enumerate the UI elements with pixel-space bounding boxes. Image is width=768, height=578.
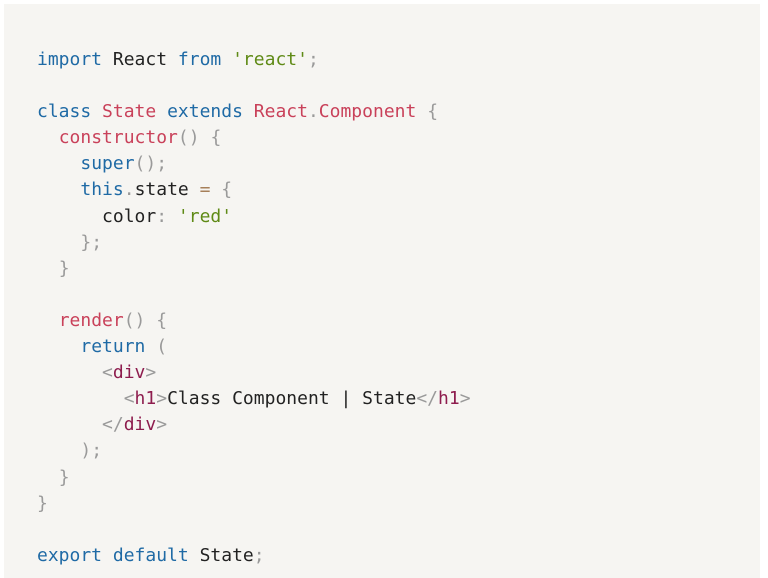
code-token bbox=[37, 467, 59, 488]
code-token bbox=[37, 414, 102, 435]
code-line: ); bbox=[37, 438, 471, 464]
code-line: <div> bbox=[37, 360, 471, 386]
code-token bbox=[37, 179, 80, 200]
code-token: > bbox=[156, 388, 168, 410]
code-token: this bbox=[80, 179, 124, 201]
code-token: } bbox=[58, 257, 70, 279]
code-line: } bbox=[37, 256, 471, 282]
code-token: 'react' bbox=[232, 49, 308, 70]
code-line: class State extends React.Component { bbox=[37, 99, 471, 125]
code-token: React bbox=[102, 49, 178, 70]
code-token: state bbox=[134, 179, 200, 201]
code-token: State bbox=[102, 101, 157, 123]
code-token bbox=[37, 153, 80, 174]
code-line: this.state = { bbox=[37, 177, 471, 203]
code-token: </ bbox=[102, 414, 124, 436]
code-token bbox=[37, 232, 80, 253]
code-token: < bbox=[123, 388, 135, 410]
code-token: color bbox=[37, 205, 157, 227]
code-token bbox=[37, 388, 124, 409]
code-token: }; bbox=[80, 231, 103, 253]
code-token bbox=[37, 310, 59, 331]
code-token: export bbox=[37, 544, 103, 566]
code-token: import bbox=[37, 49, 103, 70]
code-token: Class Component | State bbox=[167, 388, 417, 410]
code-token: > bbox=[459, 388, 471, 410]
code-token bbox=[145, 336, 156, 357]
code-token bbox=[416, 101, 427, 122]
code-token: { bbox=[210, 127, 222, 149]
code-line: import React from 'react'; bbox=[37, 47, 471, 73]
code-token: Component bbox=[318, 101, 417, 123]
code-line: ​ bbox=[37, 517, 471, 543]
code-token: = bbox=[199, 179, 211, 201]
code-token: ); bbox=[80, 440, 103, 462]
code-line: </div> bbox=[37, 412, 471, 438]
code-token bbox=[156, 101, 167, 122]
code-token: } bbox=[37, 492, 48, 514]
code-token: < bbox=[102, 362, 113, 384]
code-line: return ( bbox=[37, 334, 471, 360]
code-token: ; bbox=[307, 49, 319, 70]
code-token bbox=[37, 336, 80, 357]
code-token: ; bbox=[253, 544, 265, 566]
code-line: }; bbox=[37, 230, 471, 256]
code-token: class bbox=[37, 101, 92, 123]
code-token: . bbox=[307, 101, 319, 123]
code-token bbox=[243, 101, 254, 122]
code-line: } bbox=[37, 491, 471, 517]
code-token bbox=[200, 127, 211, 148]
code-token: > bbox=[156, 414, 168, 436]
code-token: div bbox=[112, 362, 146, 384]
code-token: default bbox=[112, 544, 189, 566]
code-token: </ bbox=[416, 388, 439, 410]
code-line: export default State; bbox=[37, 543, 471, 569]
code-token bbox=[221, 49, 232, 70]
code-token: . bbox=[123, 179, 135, 201]
code-line: super(); bbox=[37, 151, 471, 177]
code-line: <h1>Class Component | State</h1> bbox=[37, 386, 471, 412]
code-line: } bbox=[37, 465, 471, 491]
code-token: React bbox=[253, 101, 308, 123]
code-token bbox=[210, 179, 221, 200]
code-token: } bbox=[58, 466, 70, 488]
code-line: constructor() { bbox=[37, 125, 471, 151]
code-token bbox=[91, 101, 102, 122]
code-line: ​ bbox=[37, 73, 471, 99]
code-token: render bbox=[58, 309, 124, 331]
code-line: ​ bbox=[37, 282, 471, 308]
code-token: super bbox=[80, 153, 135, 175]
code-token bbox=[37, 362, 102, 383]
code-token: h1 bbox=[438, 388, 460, 410]
code-token bbox=[37, 440, 80, 461]
code-token: ( bbox=[156, 336, 168, 358]
code-token: > bbox=[145, 362, 157, 384]
code-line: render() { bbox=[37, 308, 471, 334]
code-text: import React from 'react';​class State e… bbox=[37, 47, 471, 569]
code-token bbox=[37, 127, 59, 148]
code-token bbox=[102, 545, 113, 566]
code-token: constructor bbox=[58, 127, 178, 149]
code-token: return bbox=[80, 336, 146, 358]
code-token: { bbox=[221, 179, 233, 201]
code-token: div bbox=[123, 414, 157, 436]
code-token: extends bbox=[167, 101, 243, 123]
code-token: (); bbox=[134, 153, 168, 175]
code-token: { bbox=[427, 101, 439, 123]
code-line: color: 'red' bbox=[37, 204, 471, 230]
code-token: 'red' bbox=[177, 205, 233, 227]
code-token: from bbox=[177, 49, 222, 70]
code-block: import React from 'react';​class State e… bbox=[4, 4, 760, 578]
code-token: : bbox=[156, 205, 168, 227]
code-token: { bbox=[156, 309, 168, 331]
code-token: () bbox=[123, 309, 146, 331]
code-token bbox=[37, 258, 59, 279]
code-token: () bbox=[177, 127, 200, 149]
code-token: State bbox=[188, 544, 254, 566]
code-token bbox=[145, 310, 156, 331]
code-token bbox=[167, 206, 178, 227]
code-token: h1 bbox=[134, 388, 157, 410]
